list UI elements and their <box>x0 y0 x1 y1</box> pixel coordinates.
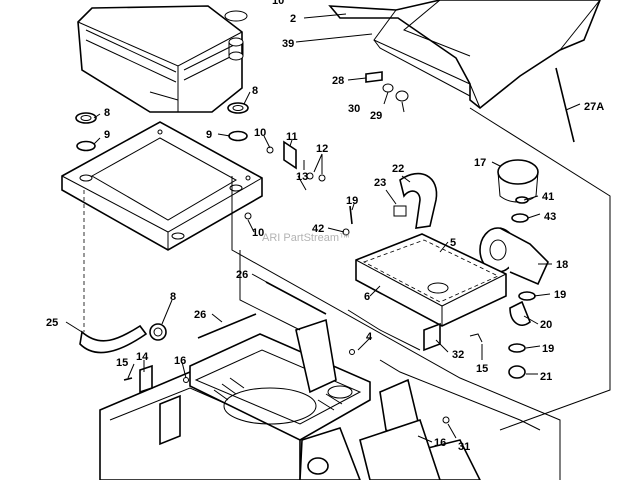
callout-10-a: 10 <box>254 127 266 139</box>
callout-20: 20 <box>540 319 552 331</box>
callout-23: 23 <box>374 177 386 189</box>
callout-26-b: 26 <box>194 309 206 321</box>
callout-19-c: 19 <box>542 343 554 355</box>
callout-19-b: 19 <box>554 289 566 301</box>
callout-22: 22 <box>392 163 404 175</box>
guide-lines <box>231 107 611 480</box>
callout-29: 29 <box>370 110 382 122</box>
callout-15-b: 15 <box>116 357 128 369</box>
callout-6: 6 <box>364 291 370 303</box>
callout-5: 5 <box>450 237 456 249</box>
callout-14: 14 <box>136 351 149 363</box>
callout-32: 32 <box>452 349 464 361</box>
callout-19-a: 43 <box>544 211 556 223</box>
callout-9-a: 9 <box>104 129 110 141</box>
callout-25: 25 <box>46 317 58 329</box>
callout-17: 17 <box>474 157 486 169</box>
lower-hose <box>79 190 167 354</box>
radiator-tank-assembly <box>77 5 248 113</box>
callout-16-a: 16 <box>174 355 186 367</box>
callout-10-b: 10 <box>252 227 264 239</box>
engine-frame-assembly <box>99 318 483 480</box>
callout-39: 39 <box>282 38 294 50</box>
air-cleaner-assembly <box>393 159 549 379</box>
callout-10-c: 10 <box>272 0 284 7</box>
callout-8-b: 8 <box>252 85 258 97</box>
watermark: ARI PartStream™ <box>262 232 350 244</box>
callout-18: 18 <box>556 259 568 271</box>
callout-21: 21 <box>540 371 552 383</box>
callout-30: 30 <box>348 103 360 115</box>
tray-bracket <box>355 233 507 327</box>
callout-41: 41 <box>542 191 554 203</box>
fastener-parts <box>244 67 575 236</box>
callout-11: 11 <box>286 131 298 143</box>
callout-16-b: 16 <box>434 437 446 449</box>
rods <box>197 281 327 339</box>
callout-43: 19 <box>346 195 358 207</box>
callout-15-a: 15 <box>476 363 488 375</box>
support-plate <box>61 121 263 251</box>
hood-seat-panel <box>328 0 601 110</box>
callout-31: 31 <box>458 441 470 453</box>
callout-28: 28 <box>332 75 344 87</box>
callout-8-a: 8 <box>104 107 110 119</box>
callout-27a: 27A <box>584 101 604 113</box>
callout-13: 13 <box>296 171 308 183</box>
callout-9-b: 9 <box>206 129 212 141</box>
callout-26-a: 26 <box>236 269 248 281</box>
callout-labels: 2 39 28 30 29 27A 8 8 9 9 10 11 12 13 22… <box>46 0 604 453</box>
callout-12: 12 <box>316 143 328 155</box>
callout-2: 2 <box>290 13 296 25</box>
callout-4: 4 <box>366 331 373 343</box>
callout-8-c: 8 <box>170 291 176 303</box>
leader-lines <box>65 13 581 443</box>
callout-42: 42 <box>312 223 324 235</box>
